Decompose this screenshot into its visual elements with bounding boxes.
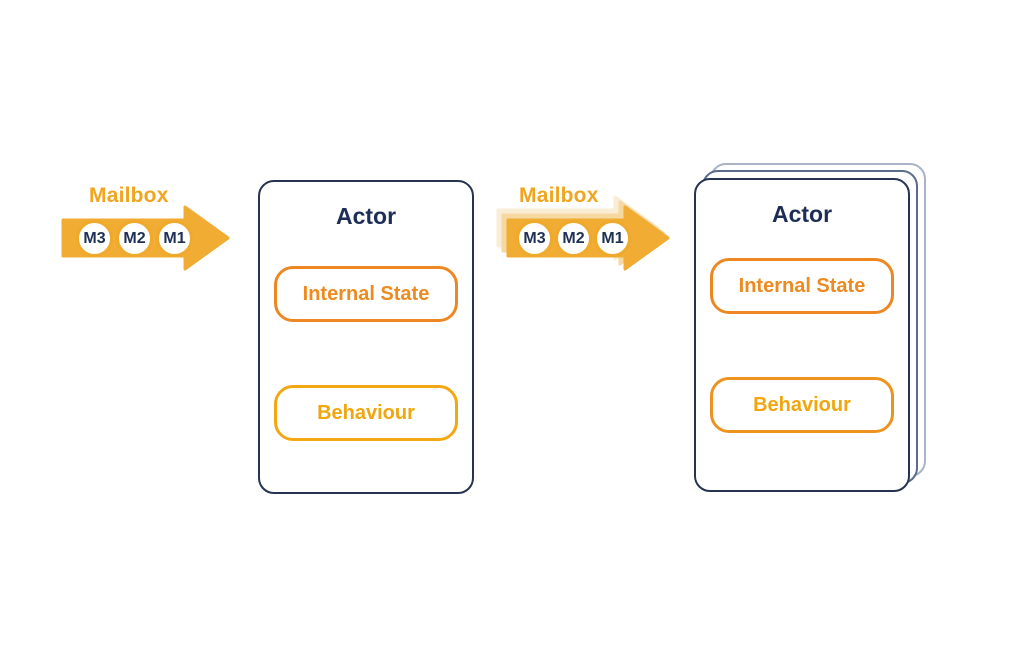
internal-state-box: Internal State xyxy=(274,266,458,322)
message-circle: M1 xyxy=(594,220,631,257)
internal-state-box: Internal State xyxy=(710,258,894,314)
message-circle: M3 xyxy=(516,220,553,257)
message-circle: M2 xyxy=(116,220,153,257)
actor-title: Actor xyxy=(771,201,833,227)
behaviour-box: Behaviour xyxy=(710,377,894,433)
behaviour-box: Behaviour xyxy=(274,385,458,441)
mailbox-label: Mailbox xyxy=(519,184,599,207)
actor-title: Actor xyxy=(335,203,397,229)
actor-card: Actor Internal State Behaviour xyxy=(258,180,474,494)
message-circle: M1 xyxy=(156,220,193,257)
actor-card: Actor Internal State Behaviour xyxy=(694,178,910,492)
mailbox-label: Mailbox xyxy=(89,184,169,207)
message-circle: M3 xyxy=(76,220,113,257)
message-circle: M2 xyxy=(555,220,592,257)
